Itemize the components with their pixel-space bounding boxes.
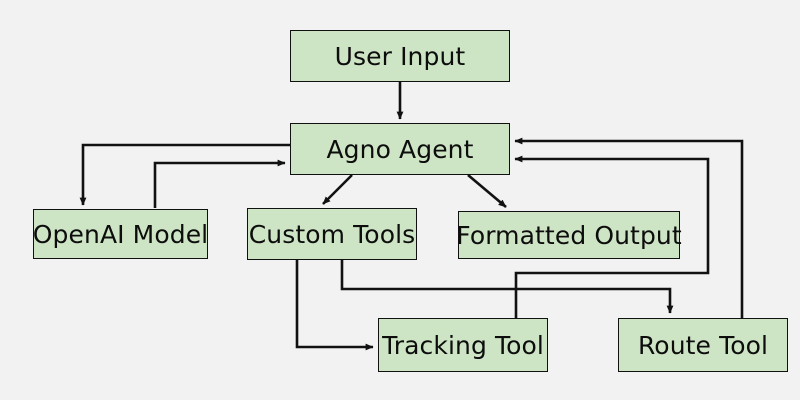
node-openai-model[interactable]: OpenAI Model	[33, 209, 208, 259]
node-label-openai-model: OpenAI Model	[32, 219, 209, 249]
edge-custom_tools-to-route_tool	[340, 260, 674, 314]
node-label-route-tool: Route Tool	[637, 330, 769, 360]
edge-custom_tools-to-tracking_tool	[295, 260, 374, 351]
node-label-agno-agent: Agno Agent	[326, 134, 474, 164]
edge-custom_tools-to-agno_agent	[153, 159, 286, 208]
node-agno-agent[interactable]: Agno Agent	[290, 123, 510, 175]
edge-group	[79, 82, 744, 351]
node-label-user-input: User Input	[334, 41, 466, 71]
edge-agno_agent-to-formatted_output	[467, 174, 507, 208]
edge-agno_agent-to-openai_model	[79, 143, 290, 206]
node-user-input[interactable]: User Input	[290, 30, 510, 82]
edge-agno_agent-to-custom_tools	[322, 174, 353, 205]
node-label-custom-tools: Custom Tools	[248, 219, 416, 249]
node-label-formatted-output: Formatted Output	[456, 220, 682, 250]
node-custom-tools[interactable]: Custom Tools	[247, 208, 417, 260]
node-route-tool[interactable]: Route Tool	[618, 318, 788, 372]
node-tracking-tool[interactable]: Tracking Tool	[378, 318, 548, 372]
node-label-tracking-tool: Tracking Tool	[382, 330, 544, 360]
edge-tracking_tool-to-agno_agent	[514, 155, 710, 318]
edge-route_tool-to-agno_agent	[514, 137, 744, 318]
node-formatted-output[interactable]: Formatted Output	[456, 211, 682, 259]
